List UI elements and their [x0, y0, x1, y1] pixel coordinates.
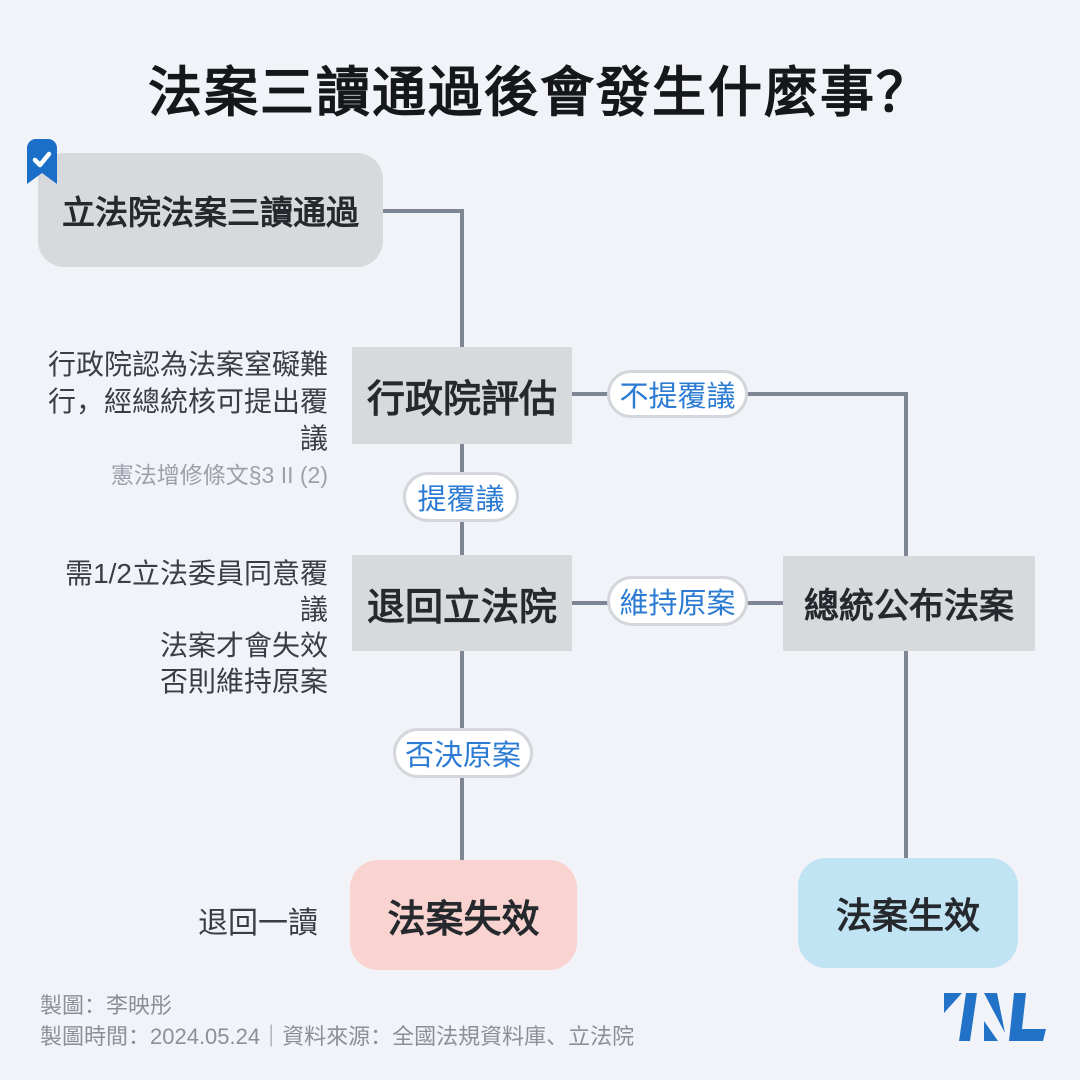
annotation-line: 否則維持原案	[159, 666, 328, 697]
annotation-line: 行政院認為法案窒礙難	[47, 349, 328, 380]
node-third-reading-passed: 立法院法案三讀通過	[38, 153, 383, 267]
annotation-executive-note: 行政院認為法案窒礙難 行，經總統核可提出覆議 憲法增修條文§3 II (2)	[40, 346, 328, 491]
annotation-line: 行，經總統核可提出覆議	[47, 386, 328, 454]
node-label: 法案失效	[387, 898, 540, 941]
footer-credit: 製圖：李映彤	[40, 993, 173, 1018]
pill-label: 提覆議	[417, 484, 505, 516]
node-label: 行政院評估	[366, 379, 557, 421]
connector-start-horizontal	[383, 209, 464, 213]
node-label: 總統公布法案	[803, 587, 1014, 626]
pill-label: 否決原案	[404, 740, 521, 772]
tnl-logo-icon	[944, 993, 1048, 1048]
pill-label: 維持原案	[619, 588, 736, 620]
node-executive-yuan-review: 行政院評估	[352, 347, 572, 444]
pill-reconsideration: 提覆議	[403, 472, 519, 522]
page-title: 法案三讀通過後會發生什麼事？	[148, 63, 932, 123]
node-president-promulgates: 總統公布法案	[783, 556, 1035, 651]
pill-label: 不提覆議	[619, 381, 736, 413]
annotation-line: 需1/2立法委員同意覆議	[65, 558, 328, 625]
pill-reject-original: 否決原案	[393, 728, 533, 778]
node-label: 退回立法院	[366, 586, 557, 629]
node-label: 立法院法案三讀通過	[62, 194, 359, 231]
node-bill-void: 法案失效	[350, 860, 577, 970]
footer-source-meta: 製圖時間：2024.05.24｜資料來源：全國法規資料庫、立法院	[40, 1024, 635, 1049]
pill-no-reconsideration: 不提覆議	[607, 370, 748, 418]
bookmark-check-icon	[25, 139, 59, 190]
label-return-first-reading: 退回一讀	[198, 907, 318, 940]
node-return-to-legislature: 退回立法院	[352, 555, 572, 651]
pill-uphold-original: 維持原案	[607, 576, 748, 626]
connector-president-down	[904, 651, 908, 860]
annotation-legislature-note: 需1/2立法委員同意覆議 法案才會失效 否則維持原案	[40, 556, 328, 700]
annotation-legal-reference: 憲法增修條文§3 II (2)	[110, 462, 328, 488]
node-bill-effective: 法案生效	[798, 858, 1018, 968]
annotation-line: 法案才會失效	[159, 630, 328, 661]
connector-right-down	[904, 392, 908, 558]
node-label: 法案生效	[835, 895, 980, 936]
connector-start-vertical	[460, 209, 464, 349]
